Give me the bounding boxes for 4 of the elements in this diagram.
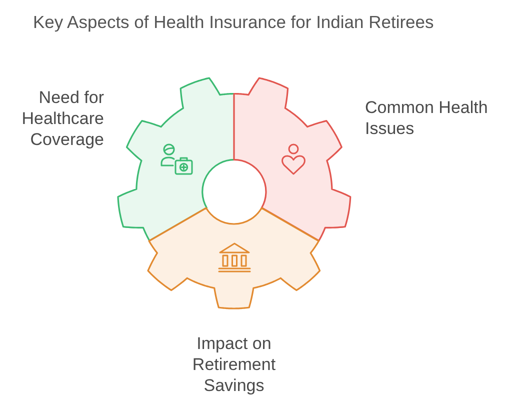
diagram-title: Key Aspects of Health Insurance for Indian Retirees bbox=[33, 11, 434, 33]
segment-label: Common Health Issues bbox=[365, 96, 489, 138]
segment-label: Impact on Retirement Savings bbox=[192, 332, 276, 396]
segment-label: Need for Healthcare Coverage bbox=[20, 86, 104, 150]
